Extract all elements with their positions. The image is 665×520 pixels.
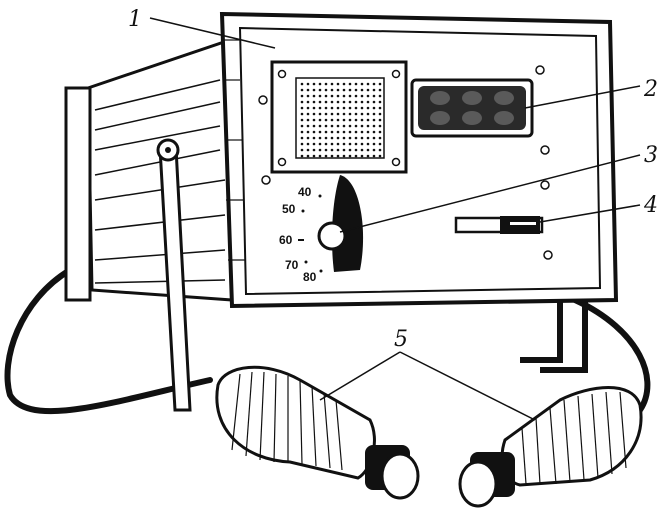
callout-3: 3 <box>644 143 658 168</box>
dial-scale: 40 50 60 70 80 <box>279 185 323 284</box>
bottle-left <box>215 365 420 500</box>
dial-scale-80: 80 <box>303 270 317 284</box>
selector-dial[interactable] <box>317 175 364 272</box>
device-side-housing <box>64 37 234 302</box>
callout-4: 4 <box>643 193 658 218</box>
dial-scale-40: 40 <box>298 185 312 199</box>
callout-5: 5 <box>394 327 408 352</box>
dial-scale-70: 70 <box>285 258 299 272</box>
speaker-grille <box>270 60 408 174</box>
callout-2: 2 <box>643 77 658 102</box>
leader-lines <box>149 17 641 421</box>
toggle-switch[interactable] <box>454 216 544 234</box>
bottle-right <box>458 386 643 508</box>
indicator-screen <box>410 78 534 138</box>
callout-1: 1 <box>128 7 142 32</box>
dial-scale-50: 50 <box>282 202 296 216</box>
dial-scale-60: 60 <box>279 233 293 247</box>
